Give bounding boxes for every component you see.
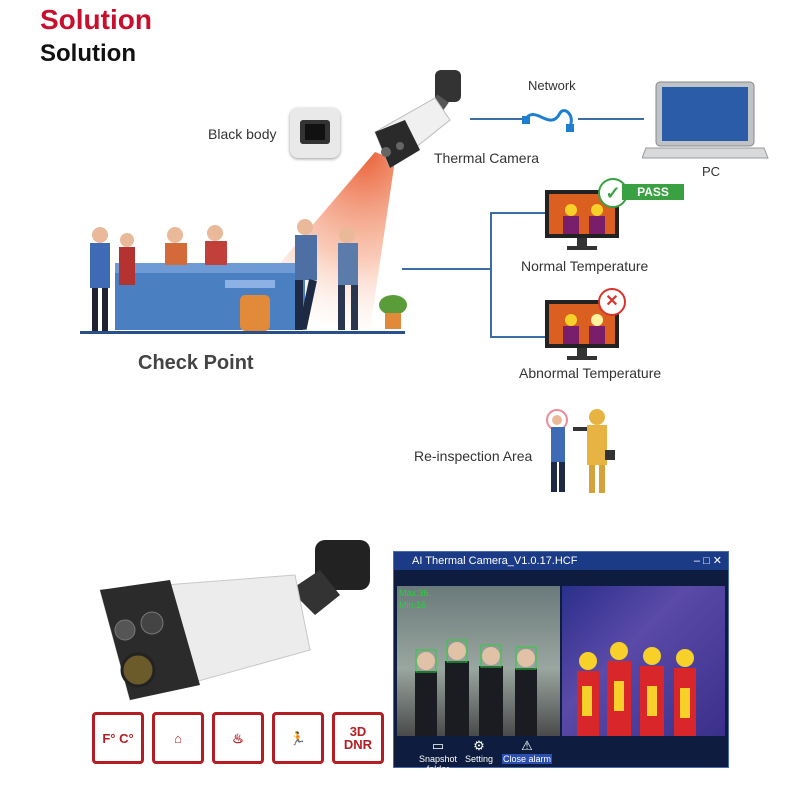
fire-alarm-icon: ⌂ xyxy=(152,712,204,764)
check-point-label: Check Point xyxy=(138,352,254,374)
abnormal-temperature-label: Abnormal Temperature xyxy=(519,365,662,381)
network-cable-icon xyxy=(522,109,574,132)
software-toolbar: ▭ Snapshot folder ⚙ Setting ⚠ Close alar… xyxy=(394,738,728,774)
thermometer-icon: F° C° xyxy=(92,712,144,764)
connector-line xyxy=(402,268,492,270)
connector-line xyxy=(578,118,644,120)
black-body-label: Black body xyxy=(208,126,277,142)
min-temp-readout: Min:16. xyxy=(399,600,429,610)
folder-icon: ▭ xyxy=(431,738,445,753)
page-title: Solution xyxy=(40,4,152,35)
people-group xyxy=(415,639,537,736)
setting-button[interactable]: ⚙ Setting xyxy=(454,738,504,764)
reinspection-label: Re-inspection Area xyxy=(414,448,533,464)
close-alarm-button[interactable]: ⚠ Close alarm xyxy=(502,738,552,764)
thermal-people xyxy=(577,642,696,736)
visible-light-feed: Max:36. Min:16. xyxy=(397,586,560,736)
window-title: AI Thermal Camera_V1.0.17.HCF xyxy=(412,555,578,567)
3d-dnr-icon: 3D DNR xyxy=(332,712,384,764)
running-person-icon: 🏃 xyxy=(272,712,324,764)
normal-temperature-label: Normal Temperature xyxy=(521,258,649,274)
bullet-camera-photo xyxy=(99,540,370,701)
connector-line xyxy=(470,118,525,120)
connector-line xyxy=(490,212,492,337)
connector-line xyxy=(490,212,545,214)
pc-label: PC xyxy=(702,164,721,179)
thermal-feed xyxy=(562,586,725,736)
network-label: Network xyxy=(528,78,576,93)
smoke-icon: ♨ xyxy=(212,712,264,764)
connector-line xyxy=(490,336,545,338)
window-controls[interactable]: – □ ✕ xyxy=(693,555,722,567)
laptop-icon xyxy=(642,81,769,159)
check-point-scene xyxy=(80,219,407,334)
warning-icon: ⚠ xyxy=(521,738,533,753)
snapshot-folder-button[interactable]: ▭ Snapshot folder xyxy=(408,738,468,774)
black-body-device xyxy=(290,108,340,158)
reinspection-scene xyxy=(546,409,615,493)
max-temp-readout: Max:36. xyxy=(399,588,432,598)
thermal-camera-label: Thermal Camera xyxy=(434,150,540,166)
gear-icon: ⚙ xyxy=(473,738,485,753)
pass-badge: PASS xyxy=(622,184,684,200)
software-window: AI Thermal Camera_V1.0.17.HCF – □ ✕ Max:… xyxy=(393,551,729,774)
window-titlebar: AI Thermal Camera_V1.0.17.HCF – □ ✕ xyxy=(394,552,728,570)
page-subtitle: Solution xyxy=(40,40,136,67)
cross-icon: ✕ xyxy=(598,288,626,316)
